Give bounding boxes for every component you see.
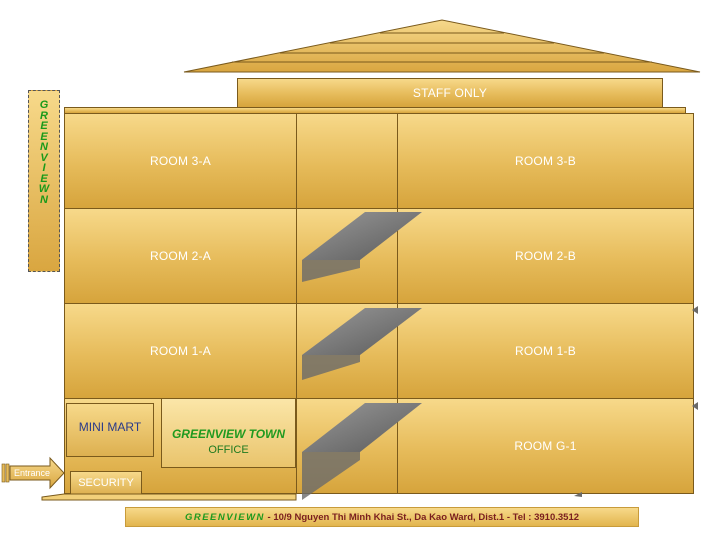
right-edge-notch-1 — [692, 306, 698, 314]
room-g1-label: ROOM G-1 — [514, 439, 577, 453]
vertical-sign: G R E E N V I E W N — [28, 90, 60, 272]
footer-brand: GREENVIEWN — [184, 512, 265, 523]
room-1a-label: ROOM 1-A — [150, 344, 211, 358]
office-subtitle: OFFICE — [208, 444, 249, 456]
room-3a-label: ROOM 3-A — [150, 154, 211, 168]
entrance-label: Entrance — [13, 468, 51, 478]
security-label: SECURITY — [78, 477, 134, 489]
base-plinth — [41, 493, 297, 501]
stair-ramp-3 — [302, 212, 422, 260]
right-edge-notch-2 — [692, 402, 698, 410]
stair-ramp-1 — [302, 403, 422, 452]
mini-mart-label: MINI MART — [78, 420, 142, 434]
office-title: GREENVIEW TOWN — [171, 427, 286, 441]
room-2b: ROOM 2-B — [397, 208, 694, 304]
bottom-notch — [574, 492, 582, 497]
staff-only-label: STAFF ONLY — [412, 86, 488, 100]
room-3b: ROOM 3-B — [397, 113, 694, 209]
footer-address: - 10/9 Nguyen Thi Minh Khai St., Da Kao … — [264, 512, 580, 523]
room-3a: ROOM 3-A — [64, 113, 297, 209]
room-2b-label: ROOM 2-B — [515, 249, 576, 263]
room-1b-label: ROOM 1-B — [515, 344, 576, 358]
room-g1: ROOM G-1 — [397, 398, 694, 494]
security-room: SECURITY — [70, 471, 142, 495]
mini-mart: MINI MART — [66, 403, 154, 457]
room-3b-label: ROOM 3-B — [515, 154, 576, 168]
room-2a-label: ROOM 2-A — [150, 249, 211, 263]
stairwell-3 — [296, 113, 398, 209]
room-2a: ROOM 2-A — [64, 208, 297, 304]
stair-ramp-2 — [302, 308, 422, 355]
office: GREENVIEW TOWN OFFICE — [161, 398, 296, 468]
vertical-sign-text: G R E E N V I E W N — [38, 99, 50, 206]
stair-ramp-1-side — [302, 452, 360, 500]
stair-ramp-2-side — [302, 355, 360, 380]
stair-ramp-3-side — [302, 260, 360, 282]
room-1a: ROOM 1-A — [64, 303, 297, 399]
footer-banner: GREENVIEWN - 10/9 Nguyen Thi Minh Khai S… — [125, 507, 639, 527]
roof-triangle — [183, 19, 701, 73]
